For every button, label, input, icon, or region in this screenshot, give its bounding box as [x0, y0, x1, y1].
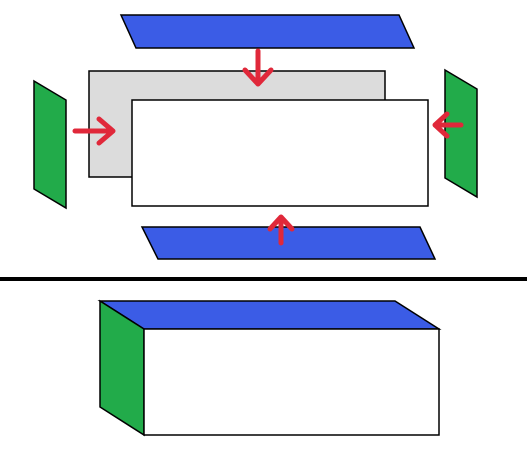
- exploded-view: [33, 14, 478, 260]
- left-side-panel: [33, 79, 67, 210]
- right-side-panel: [444, 68, 478, 199]
- assembled-box: [97, 299, 442, 437]
- top-panel: [119, 14, 416, 49]
- assembled-top-face: [97, 300, 442, 330]
- arrow-down-icon: [242, 48, 274, 87]
- front-panel: [131, 99, 429, 207]
- arrow-left-icon: [432, 111, 464, 139]
- bottom-panel: [140, 226, 437, 260]
- arrow-right-icon: [72, 116, 116, 146]
- arrow-up-icon: [267, 214, 295, 246]
- assembled-front-face: [143, 328, 440, 436]
